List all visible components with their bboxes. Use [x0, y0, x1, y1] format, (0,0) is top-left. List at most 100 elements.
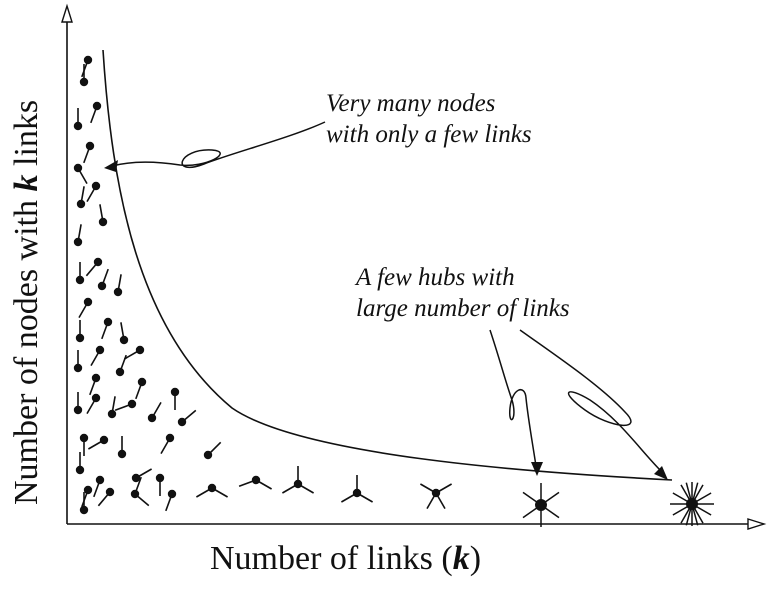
- y-axis-arrow: [61, 3, 73, 23]
- network-node: [75, 320, 85, 343]
- node-dot: [177, 417, 187, 427]
- annotation-hubs-line1: A few hubs with: [356, 264, 515, 291]
- node-dot: [73, 405, 83, 415]
- network-node: [89, 373, 101, 396]
- distribution-curve: [102, 49, 673, 481]
- network-node: [97, 268, 109, 291]
- hub-node-large: [670, 482, 714, 526]
- node-dot: [293, 479, 303, 489]
- x-axis-title-suffix: ): [469, 540, 482, 577]
- node-dot: [85, 141, 95, 151]
- network-node: [73, 108, 83, 131]
- node-dot: [75, 465, 85, 475]
- annotation-many-nodes-line1: Very many nodes: [326, 90, 496, 117]
- network-node: [98, 204, 108, 227]
- node-dot: [207, 483, 217, 493]
- node-dot: [117, 449, 127, 459]
- node-dot: [83, 297, 93, 307]
- network-node: [170, 387, 180, 410]
- network-node: [90, 345, 105, 366]
- y-axis-title: Number of nodes with k links: [8, 100, 46, 505]
- node-dot: [75, 333, 85, 343]
- node-dot: [105, 487, 115, 497]
- network-node: [97, 487, 115, 507]
- node-dot: [165, 433, 175, 443]
- network-node: [113, 274, 123, 297]
- network-node: [117, 436, 127, 459]
- network-node: [73, 224, 83, 247]
- annotation-many-nodes: Very many nodes with only a few links: [326, 88, 532, 150]
- network-node: [86, 393, 101, 414]
- node-dot: [83, 485, 93, 495]
- network-node: [86, 181, 101, 202]
- y-axis-title-symbol: k: [8, 174, 45, 192]
- node-dot: [93, 257, 103, 267]
- x-axis-title: Number of links (k): [210, 540, 481, 578]
- network-node: [155, 473, 165, 496]
- network-node: [238, 475, 272, 490]
- network-node: [78, 297, 93, 318]
- network-node: [124, 345, 145, 360]
- network-node: [119, 322, 129, 345]
- network-node: [135, 377, 147, 400]
- nodes-layer: [73, 55, 714, 527]
- network-node: [131, 468, 152, 483]
- node-dot: [76, 199, 86, 209]
- network-node: [73, 163, 88, 184]
- callout-line-hub-left: [489, 329, 537, 467]
- network-node: [81, 55, 93, 78]
- network-node: [75, 262, 85, 285]
- node-dot: [79, 505, 89, 515]
- network-node: [282, 466, 314, 494]
- x-axis-title-symbol: k: [452, 540, 470, 577]
- network-node: [115, 354, 127, 377]
- network-node: [165, 489, 177, 512]
- network-node: [101, 317, 113, 340]
- node-dot: [98, 217, 108, 227]
- node-dot: [73, 237, 83, 247]
- network-node: [203, 441, 222, 460]
- y-axis-title-prefix: Number of nodes with: [8, 191, 45, 505]
- network-node: [90, 101, 102, 124]
- node-dot: [147, 413, 157, 423]
- network-node: [79, 433, 89, 456]
- network-node: [130, 476, 150, 507]
- node-dot: [75, 275, 85, 285]
- node-dot: [135, 345, 145, 355]
- node-dot: [97, 281, 107, 291]
- network-node: [81, 485, 93, 508]
- callout-arrowhead-hub-right: [654, 466, 668, 480]
- node-dot: [73, 121, 83, 131]
- annotation-many-nodes-line2: with only a few links: [326, 121, 532, 148]
- node-dot: [203, 450, 213, 460]
- node-dot: [113, 287, 123, 297]
- hub-dot: [686, 498, 698, 510]
- node-dot: [107, 409, 117, 419]
- hub-dot: [535, 499, 547, 511]
- node-dot: [352, 488, 362, 498]
- annotation-hubs: A few hubs with large number of links: [356, 262, 570, 324]
- node-dot: [79, 433, 89, 443]
- network-node: [79, 492, 89, 515]
- network-node: [85, 257, 103, 277]
- callout-arrowhead-many-nodes: [104, 160, 118, 172]
- node-dot: [137, 377, 147, 387]
- node-dot: [99, 435, 109, 445]
- network-node: [114, 399, 137, 411]
- network-node: [107, 396, 117, 419]
- network-node: [75, 452, 85, 475]
- node-dot: [155, 473, 165, 483]
- network-node: [147, 402, 162, 423]
- network-node: [420, 483, 452, 509]
- node-dot: [127, 399, 137, 409]
- annotation-hubs-line2: large number of links: [356, 295, 570, 322]
- node-dot: [92, 101, 102, 111]
- hub-node-medium: [522, 483, 560, 527]
- node-dot: [95, 345, 105, 355]
- node-dot: [79, 77, 89, 87]
- network-node: [76, 186, 86, 209]
- node-dot: [73, 163, 83, 173]
- node-dot: [251, 475, 261, 485]
